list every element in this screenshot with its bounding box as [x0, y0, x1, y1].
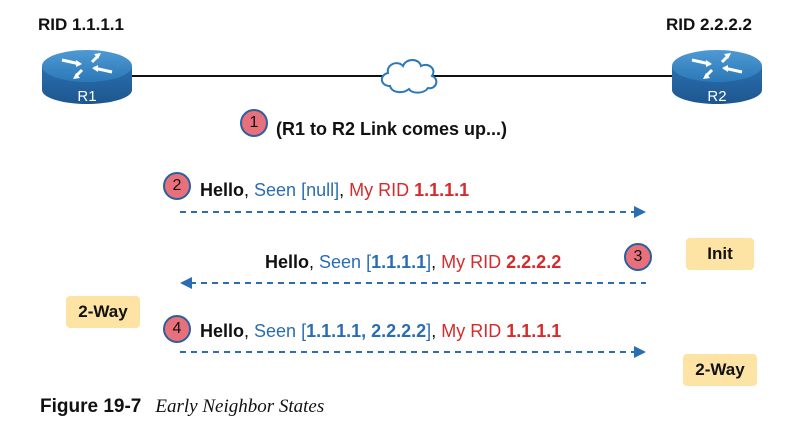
figure-caption: Figure 19-7 Early Neighbor States	[40, 396, 324, 418]
my-rid-value: 1.1.1.1	[414, 180, 470, 200]
router-r2-name: R2	[707, 88, 726, 105]
r2-state-init: Init	[686, 238, 754, 270]
hello-arrow-step-2	[180, 206, 646, 218]
step-4-badge: 4	[163, 315, 191, 343]
hello-label: Hello	[265, 252, 310, 272]
figure-title: Early Neighbor States	[155, 396, 325, 417]
router-r1-icon: R1	[42, 50, 132, 105]
my-rid-label: My RID	[349, 180, 415, 200]
r2-state-two-way: 2-Way	[683, 354, 757, 386]
hello-arrow-step-3	[180, 277, 646, 289]
step-3-badge: 3	[624, 243, 652, 271]
seen-value: 1.1.1.1, 2.2.2.2	[306, 321, 427, 341]
figure-number: Figure 19-7	[40, 396, 142, 417]
r1-state-two-way: 2-Way	[66, 296, 140, 328]
r2-rid-label: RID 2.2.2.2	[666, 15, 752, 34]
seen-list: Seen [null]	[254, 180, 340, 200]
step-2-badge: 2	[163, 172, 191, 200]
seen-value: 1.1.1.1	[371, 252, 427, 272]
r1-rid-label: RID 1.1.1.1	[38, 15, 124, 34]
hello-label: Hello	[200, 180, 245, 200]
my-rid-value: 1.1.1.1	[506, 321, 562, 341]
step-1-text: (R1 to R2 Link comes up...)	[276, 119, 508, 139]
cloud-icon	[380, 59, 438, 94]
my-rid-label: My RID	[441, 252, 507, 272]
step-4-message: Hello, Seen [1.1.1.1, 2.2.2.2], My RID 1…	[200, 321, 562, 341]
step-1-badge: 1	[240, 109, 268, 137]
step-3-message: Hello, Seen [1.1.1.1], My RID 2.2.2.2	[265, 252, 562, 272]
my-rid-label: My RID	[441, 321, 507, 341]
step-2-message: Hello, Seen [null], My RID 1.1.1.1	[200, 180, 470, 200]
hello-arrow-step-4	[180, 346, 646, 358]
hello-label: Hello	[200, 321, 245, 341]
router-r2-icon: R2	[672, 50, 762, 105]
my-rid-value: 2.2.2.2	[506, 252, 562, 272]
router-r1-name: R1	[77, 88, 96, 105]
